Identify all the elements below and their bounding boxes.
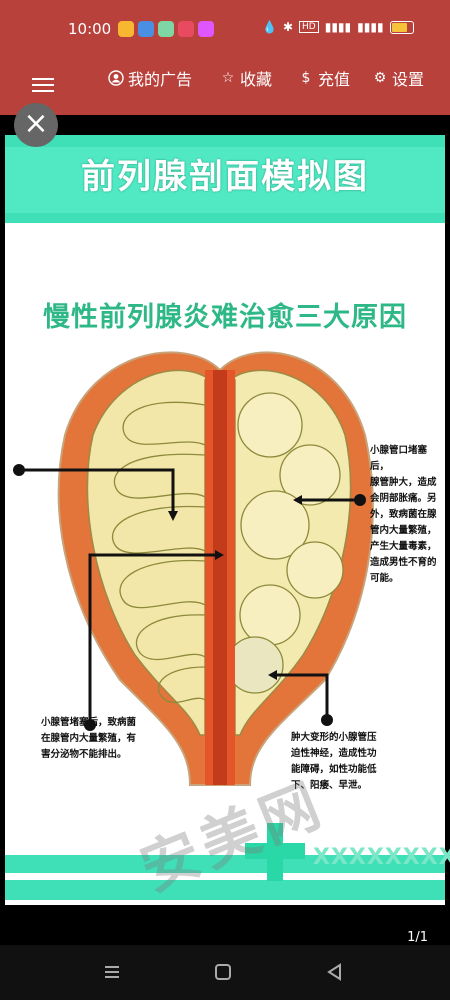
prostate-diagram (5, 351, 445, 900)
nav-settings-label: 设置 (392, 70, 425, 89)
image-viewer: 前列腺剖面模拟图 慢性前列腺炎难治愈三大原因 (5, 115, 450, 995)
nav-recharge[interactable]: $ 充值 (298, 66, 350, 90)
nav-my-ads[interactable]: 我的广告 (108, 66, 192, 90)
person-icon (108, 70, 124, 86)
page-indicator: 1/1 (407, 930, 428, 945)
notification-icons (118, 21, 214, 37)
battery-icon (389, 20, 414, 34)
note-right-top: 小腺管口堵塞后， 腺管肿大，造成 会阴部胀痛。另 外，致病菌在腺 管内大量繁殖，… (370, 445, 437, 584)
nav-favorites-label: 收藏 (240, 70, 273, 89)
weibo-icon (118, 21, 134, 37)
system-navigation-bar (0, 945, 450, 1000)
hamburger-menu-icon[interactable] (32, 74, 54, 96)
signal-5g-icon: ▮▮▮▮ (357, 20, 384, 34)
bluetooth-icon: ✱ (282, 20, 294, 34)
app-icon (198, 21, 214, 37)
bottom-label: XXXXXXXX (313, 845, 450, 870)
nav-settings[interactable]: ⚙ 设置 (372, 66, 424, 90)
home-icon[interactable] (213, 962, 233, 982)
status-time: 10:00 (68, 20, 112, 38)
dollar-icon: $ (301, 70, 311, 86)
note-right-bottom: 肿大变形的小腺管压 迫性神经，造成性功 能障碍，如性功能低 下、阳痿、早泄。 (291, 732, 377, 791)
signal-icon: ▮▮▮▮ (324, 20, 352, 34)
close-button[interactable]: × (14, 103, 58, 147)
alarm-icon: 💧 (262, 20, 277, 34)
note-left-bottom: 小腺管堵塞后，致病菌 在腺管内大量繁殖，有 害分泌物不能排出。 (41, 717, 137, 760)
poster-title: 前列腺剖面模拟图 (81, 157, 369, 197)
app-icon (158, 21, 174, 37)
nav-recharge-label: 充值 (318, 70, 351, 89)
system-status-icons: 💧 ✱ HD ▮▮▮▮ ▮▮▮▮ (262, 20, 414, 34)
hd-icon: HD (299, 21, 319, 33)
gear-icon: ⚙ (373, 70, 387, 86)
status-bar: 10:00 💧 ✱ HD ▮▮▮▮ ▮▮▮▮ (0, 0, 450, 60)
app-icon (138, 21, 154, 37)
title-band: 前列腺剖面模拟图 (5, 135, 445, 223)
top-nav: 我的广告 ☆ 收藏 $ 充值 ⚙ 设置 (0, 60, 450, 115)
nav-favorites[interactable]: ☆ 收藏 (220, 66, 272, 90)
star-icon: ☆ (221, 70, 235, 86)
back-icon[interactable] (325, 962, 345, 982)
poster-image[interactable]: 前列腺剖面模拟图 慢性前列腺炎难治愈三大原因 (5, 135, 450, 995)
nav-my-ads-label: 我的广告 (128, 70, 193, 89)
app-icon (178, 21, 194, 37)
recents-icon[interactable] (102, 962, 122, 982)
poster-subtitle: 慢性前列腺炎难治愈三大原因 (43, 302, 407, 333)
